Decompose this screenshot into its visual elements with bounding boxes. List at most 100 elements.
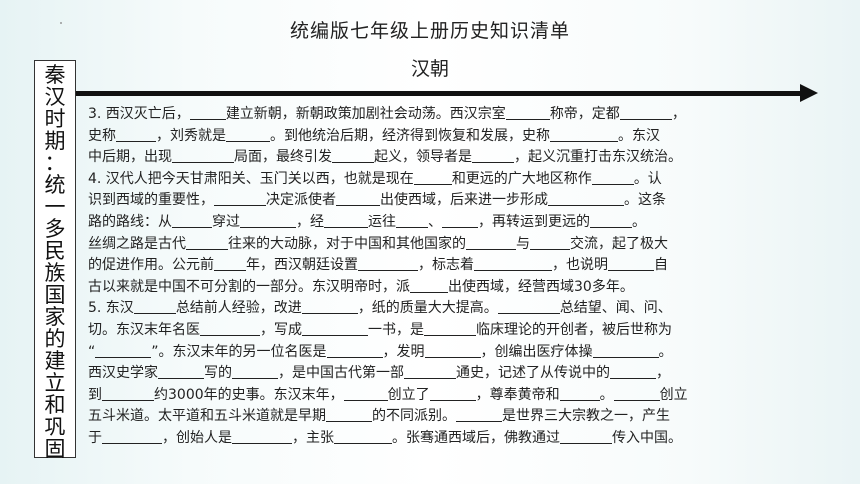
- fill-in-blank[interactable]: [413, 169, 452, 185]
- side-label-char: 汉: [44, 85, 66, 109]
- line-text: 的不同派别。: [372, 408, 456, 425]
- text-line: 路的路线：从穿过，经运往、，再转运到更远的。: [88, 212, 810, 234]
- fill-in-blank[interactable]: [505, 104, 550, 120]
- fill-in-blank[interactable]: [172, 212, 212, 228]
- fill-in-blank[interactable]: [116, 126, 156, 142]
- fill-in-blank[interactable]: [559, 385, 600, 401]
- fill-in-blank[interactable]: [410, 277, 448, 293]
- fill-in-blank[interactable]: [95, 342, 152, 358]
- fill-in-blank[interactable]: [302, 320, 368, 336]
- fill-in-blank[interactable]: [466, 234, 516, 250]
- line-text: ，再转运到更远的: [478, 213, 590, 230]
- line-text: 路的路线：从: [88, 213, 172, 230]
- line-text: 出使西域，经营西域30多年。: [448, 278, 634, 295]
- line-text: 切。东汉末年名医: [88, 321, 200, 338]
- fill-in-blank[interactable]: [324, 212, 368, 228]
- decorative-dot: [60, 22, 62, 24]
- fill-in-blank[interactable]: [497, 298, 560, 315]
- side-label-char: 建: [44, 349, 66, 373]
- line-text: 总结前人经验，改进: [175, 300, 302, 317]
- fill-in-blank[interactable]: [590, 212, 632, 228]
- line-text: ，经: [296, 213, 324, 230]
- fill-in-blank[interactable]: [186, 234, 228, 250]
- fill-in-blank[interactable]: [592, 342, 659, 358]
- fill-in-blank[interactable]: [610, 363, 656, 380]
- timeline-arrow-line: [76, 91, 802, 96]
- side-label-char: 族: [44, 261, 66, 285]
- fill-in-blank[interactable]: [214, 190, 266, 207]
- side-label-char: 统: [44, 173, 66, 197]
- fill-in-blank[interactable]: [396, 212, 428, 228]
- fill-in-blank[interactable]: [232, 363, 278, 380]
- line-text: ，写成: [260, 321, 302, 338]
- line-text: 中后期，出现: [88, 149, 172, 166]
- line-text: ，尊奉黄帝和: [475, 386, 560, 403]
- fill-in-blank[interactable]: [172, 147, 234, 164]
- fill-in-blank[interactable]: [133, 298, 176, 315]
- line-text: ，起义沉重打击东汉统治。: [514, 149, 682, 166]
- fill-in-blank[interactable]: [424, 320, 476, 336]
- line-text: 五斗米道。太平道和五斗米道就是早期: [88, 408, 326, 425]
- section-title: 汉朝: [410, 58, 449, 80]
- line-text: ，: [671, 106, 686, 122]
- fill-in-blank[interactable]: [200, 320, 260, 336]
- fill-in-blank[interactable]: [189, 104, 226, 120]
- fill-in-blank[interactable]: [102, 428, 162, 444]
- fill-in-blank[interactable]: [334, 428, 392, 444]
- text-line: 切。东汉末年名医，写成一书，是临床理论的开创者，被后世称为: [88, 320, 810, 342]
- line-text: 称帝，定都: [549, 106, 620, 122]
- fill-in-blank[interactable]: [240, 212, 296, 228]
- line-text: 起义，领导者是: [374, 149, 472, 166]
- text-line: 4. 汉代人把今天甘肃阳关、玉门关以西，也就是现在和更远的广大地区称作。认: [88, 169, 810, 191]
- fill-in-blank[interactable]: [548, 190, 624, 207]
- fill-in-blank[interactable]: [404, 363, 456, 380]
- fill-in-blank[interactable]: [226, 126, 270, 142]
- fill-in-blank[interactable]: [326, 342, 383, 358]
- text-line: 中后期，出现局面，最终引发起义，领导者是，起义沉重打击东汉统治。: [88, 147, 810, 169]
- fill-in-blank[interactable]: [326, 406, 372, 423]
- fill-in-blank[interactable]: [358, 255, 418, 272]
- fill-in-blank[interactable]: [429, 385, 476, 401]
- line-text: ，: [656, 365, 670, 382]
- side-label-char: 和: [44, 393, 66, 417]
- line-text: 决定派使者: [266, 192, 336, 209]
- fill-in-blank[interactable]: [608, 255, 654, 272]
- line-text: 识到西域的重要性，: [88, 192, 214, 209]
- fill-in-blank[interactable]: [232, 428, 292, 444]
- fill-in-blank[interactable]: [530, 234, 570, 250]
- line-text: 丝绸之路是古代: [88, 235, 186, 252]
- line-text: 。: [658, 343, 673, 360]
- line-text: ，刘秀就是: [156, 127, 226, 144]
- fill-in-blank[interactable]: [214, 255, 246, 272]
- side-label-char: 秦: [44, 63, 66, 87]
- fill-in-blank[interactable]: [550, 126, 618, 142]
- fill-in-blank[interactable]: [472, 147, 514, 164]
- line-text: ，创编出医疗体操: [480, 343, 593, 360]
- line-text: ，纸的质量大大提高。: [357, 300, 498, 317]
- line-text: 。: [599, 386, 614, 403]
- line-text: 创立: [659, 386, 688, 403]
- line-text: 4. 汉代人把今天甘肃阳关、玉门关以西，也就是现在: [88, 170, 414, 187]
- fill-in-blank[interactable]: [336, 190, 380, 207]
- line-text: ，标志着: [418, 257, 474, 274]
- side-label-char: 的: [44, 327, 66, 351]
- fill-in-blank[interactable]: [613, 385, 660, 401]
- fill-in-blank[interactable]: [343, 385, 388, 401]
- fill-in-blank[interactable]: [474, 255, 552, 272]
- fill-in-blank[interactable]: [332, 147, 374, 164]
- text-line: 于，创始人是，主张。张骞通西域后，佛教通过传入中国。: [88, 428, 810, 450]
- text-line: 5. 东汉总结前人经验，改进，纸的质量大大提高。总结望、闻、问、: [88, 298, 810, 320]
- fill-in-blank[interactable]: [301, 298, 358, 315]
- fill-in-blank[interactable]: [158, 363, 204, 380]
- fill-in-blank[interactable]: [456, 406, 502, 423]
- fill-in-blank[interactable]: [619, 104, 672, 120]
- line-text: 。这条: [624, 192, 666, 209]
- fill-in-blank[interactable]: [560, 428, 612, 444]
- fill-in-blank[interactable]: [102, 385, 154, 401]
- fill-in-blank[interactable]: [591, 169, 634, 185]
- line-text: 5. 东汉: [88, 300, 134, 317]
- side-label-char: 民: [44, 239, 66, 263]
- fill-in-blank[interactable]: [442, 212, 478, 228]
- knowledge-list: 3. 西汉灭亡后，建立新朝，新朝政策加剧社会动荡。西汉宗室称帝，定都，史称，刘秀…: [88, 104, 810, 450]
- fill-in-blank[interactable]: [424, 342, 481, 358]
